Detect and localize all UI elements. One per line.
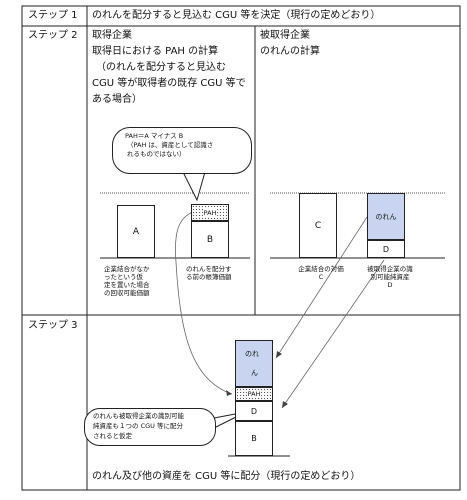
caption-a-line-1: 企業結合がなか [104, 265, 150, 273]
step3-label: ステップ 3 [28, 320, 78, 331]
caption-d: 被取得企業の識 別可能純資産 D [360, 265, 420, 289]
step3-callout-line-2: 純資産も１つの CGU 等に配分 [93, 422, 183, 430]
step3-goodwill-top: のれ [245, 350, 259, 358]
caption-b-line-2: る前の帳簿価額 [186, 273, 232, 282]
pah-box: PAH [191, 204, 229, 221]
pah-callout-line-2: （PAH は、資産として認識さ [127, 141, 214, 149]
caption-a-line-3: 定を置いた場合 [104, 281, 150, 290]
step3-bottom-text: のれん及び他の資産を CGU 等に配分（現行の定めどおり） [92, 471, 361, 482]
step3-callout-line-1: のれんも被取得企業の識別可能 [93, 412, 184, 420]
pah-arrow [175, 209, 233, 395]
caption-d-line-1: 被取得企業の識 [367, 265, 413, 273]
pah-calc-line-1: 取得日における PAH の計算 [92, 46, 219, 57]
goodwill-arrow [275, 216, 368, 359]
box-c: C [299, 193, 337, 258]
caption-c-line-2: C [318, 273, 324, 282]
box-b: B [191, 221, 229, 258]
caption-b-line-1: のれんを配分す [186, 265, 232, 273]
box-a: A [117, 205, 155, 258]
goodwill-calc-heading: のれんの計算 [260, 46, 320, 57]
pah-calc-line-3: CGU 等が取得者の既存 CGU 等で [92, 78, 246, 89]
acquirer-heading: 取得企業 [92, 30, 132, 41]
pah-callout-line-3: れるものではない） [127, 150, 186, 158]
caption-a-line-2: ったという仮 [104, 273, 143, 282]
caption-c: 企業結合の対価 C [288, 265, 354, 281]
caption-d-line-2: 別可能純資産 [370, 273, 410, 282]
step1-text: のれんを配分すると見込む CGU 等を決定（現行の定めどおり） [92, 10, 381, 21]
pah-calc-line-4: ある場合） [92, 94, 142, 105]
pah-box-label: PAH [202, 208, 218, 217]
step2-label: ステップ 2 [28, 30, 78, 41]
step3-box-d: D [235, 401, 273, 421]
caption-a: 企業結合がなか ったという仮 定を置いた場合 の回収可能価額 [104, 265, 170, 298]
step3-pah-label: PAH [246, 390, 262, 398]
step3-pah-box: PAH [235, 387, 273, 401]
step1-label: ステップ 1 [28, 10, 78, 21]
caption-d-line-3: D [387, 281, 393, 290]
pah-calc-line-2: （のれんを配分すると見込む [96, 62, 226, 73]
step3-goodwill-bottom: ん [251, 369, 258, 377]
box-goodwill: のれん [367, 193, 405, 240]
caption-c-line-1: 企業結合の対価 [298, 265, 344, 273]
step3-callout: のれんも被取得企業の識別可能 純資産も１つの CGU 等に配分 されると仮定 [84, 408, 216, 446]
step3-callout-line-3: されると仮定 [93, 432, 132, 440]
box-d: D [367, 240, 405, 258]
acquiree-heading: 被取得企業 [260, 30, 310, 41]
caption-b: のれんを配分す る前の帳簿価額 [186, 265, 248, 281]
pah-callout-line-1: PAH＝A マイナス B [125, 132, 184, 140]
caption-a-line-4: の回収可能価額 [104, 289, 150, 298]
pah-callout: PAH＝A マイナス B （PAH は、資産として認識さ れるものではない） [112, 127, 252, 174]
step3-box-b: B [235, 421, 273, 456]
d-arrow [281, 259, 385, 409]
step3-box-goodwill: のれ ん [235, 340, 273, 387]
